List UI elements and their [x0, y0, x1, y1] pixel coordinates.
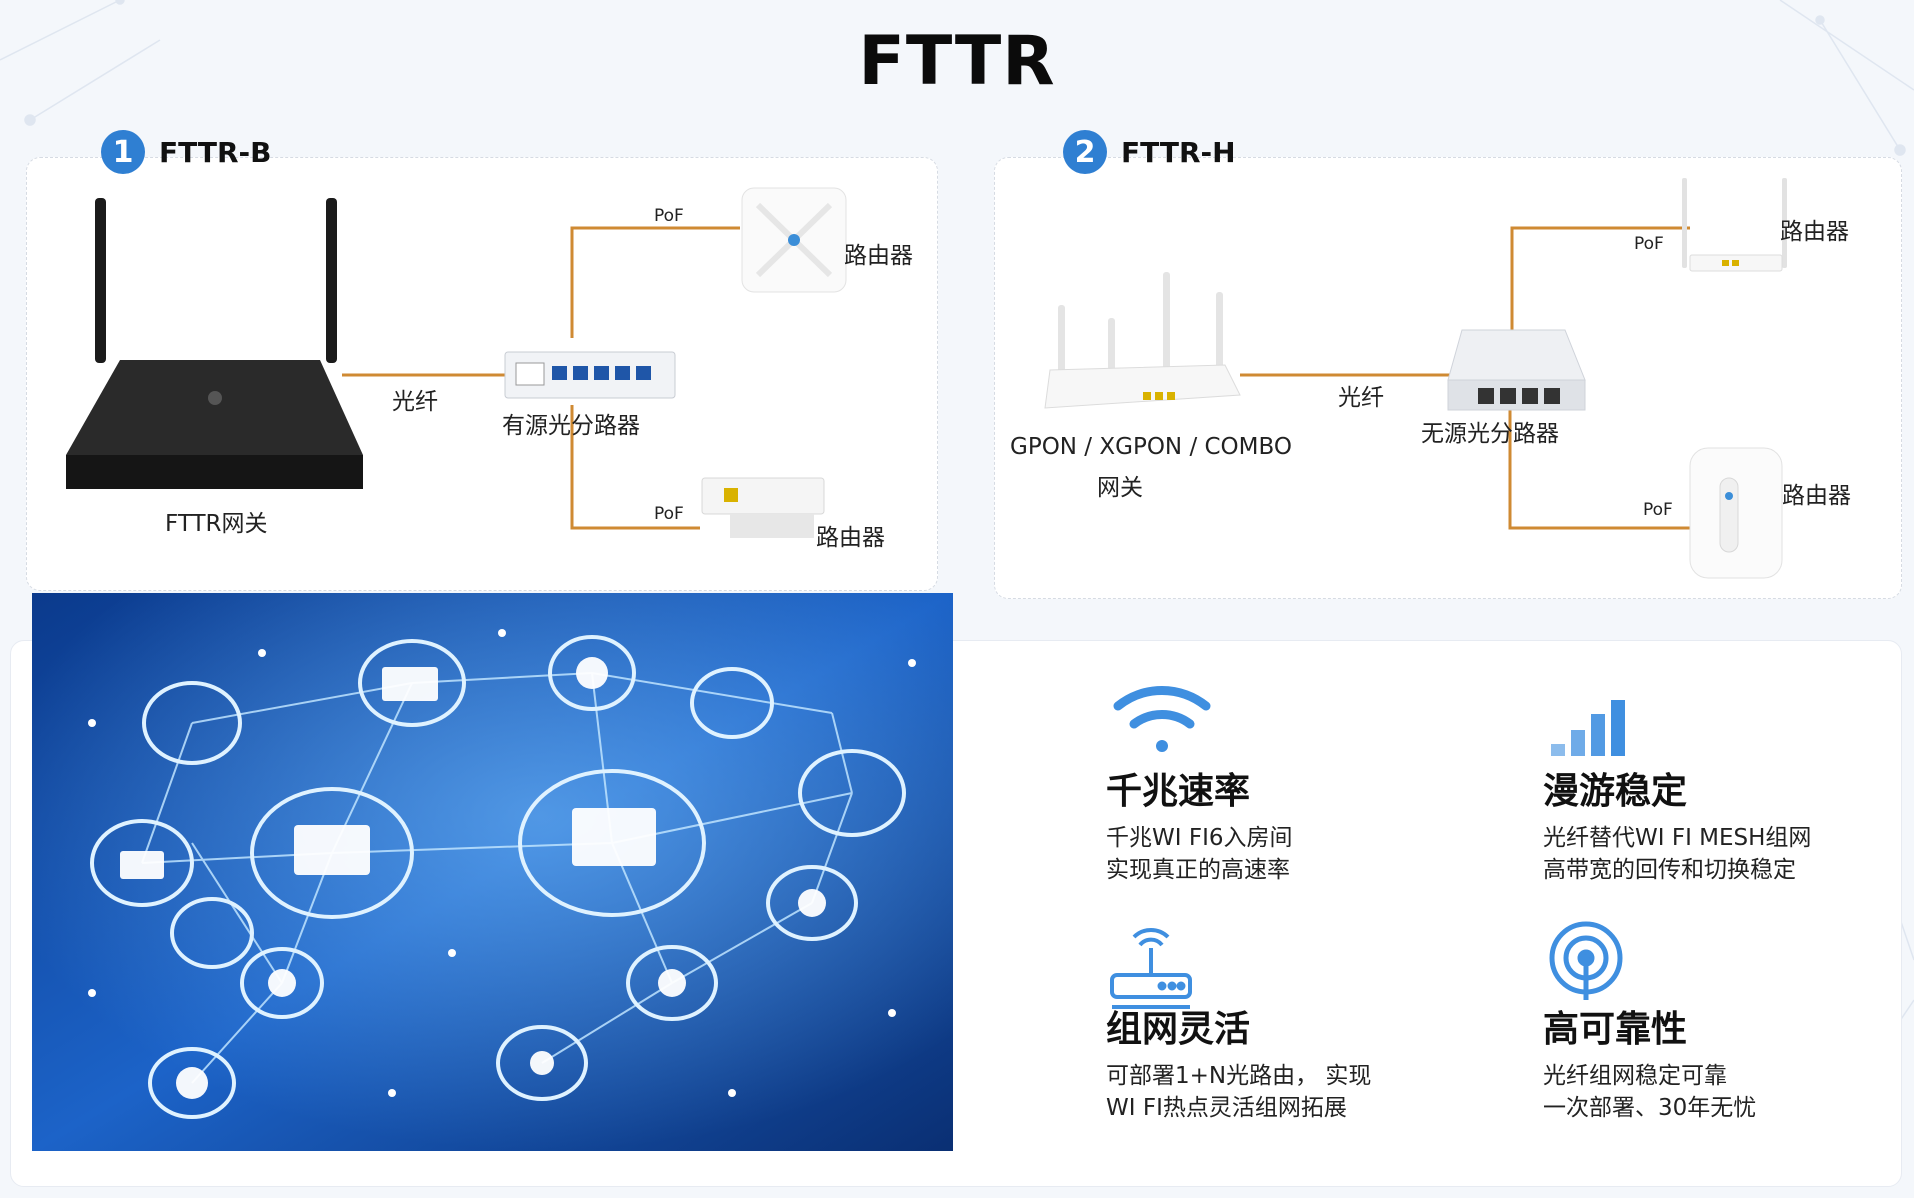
pof-label-bottom: PoF — [1643, 500, 1673, 520]
feature-desc-line2: WI FI热点灵活组网拓展 — [1106, 1095, 1347, 1121]
feature-desc-line1: 光纤组网稳定可靠 — [1543, 1063, 1727, 1089]
section-title: FTTR-H — [1121, 135, 1236, 169]
active-splitter-label: 有源光分路器 — [502, 413, 640, 439]
fttr-h-panel — [994, 157, 1902, 599]
feature-desc-line2: 一次部署、30年无忧 — [1543, 1095, 1757, 1121]
section-title: FTTR-B — [159, 135, 272, 169]
feature-title: 千兆速率 — [1106, 771, 1251, 812]
feature-desc-line2: 实现真正的高速率 — [1106, 857, 1290, 883]
pof-label-bottom: PoF — [654, 504, 684, 524]
router-label-top: 路由器 — [844, 243, 913, 269]
network-illustration-image — [32, 593, 953, 1151]
router-label-bottom: 路由器 — [816, 525, 885, 551]
page-title: FTTR — [858, 22, 1056, 101]
fiber-label: 光纤 — [1338, 385, 1384, 411]
passive-splitter-label: 无源光分路器 — [1421, 421, 1559, 447]
section-number-badge: 1 — [101, 130, 145, 174]
pof-label-top: PoF — [1634, 234, 1664, 254]
feature-flexible-networking: 组网灵活 可部署1+N光路由， 实现 WI FI热点灵活组网拓展 — [1106, 1000, 1371, 1124]
feature-gigabit-speed: 千兆速率 千兆WI FI6入房间 实现真正的高速率 — [1106, 762, 1292, 886]
feature-desc-line2: 高带宽的回传和切换稳定 — [1543, 857, 1796, 883]
feature-title: 高可靠性 — [1543, 1009, 1688, 1050]
router-label-bottom: 路由器 — [1782, 483, 1851, 509]
router-label-top: 路由器 — [1780, 219, 1849, 245]
feature-high-reliability: 高可靠性 光纤组网稳定可靠 一次部署、30年无忧 — [1543, 1000, 1756, 1124]
gpon-gateway-label: GPON / XGPON / COMBO — [1010, 434, 1292, 460]
feature-title: 组网灵活 — [1106, 1009, 1251, 1050]
fttr-gateway-label: FTTR网关 — [165, 511, 268, 537]
feature-title: 漫游稳定 — [1543, 771, 1688, 812]
pof-label-top: PoF — [654, 206, 684, 226]
fiber-label: 光纤 — [392, 389, 438, 415]
section-heading-fttr-b: 1 FTTR-B — [101, 130, 272, 174]
feature-desc-line1: 千兆WI FI6入房间 — [1106, 825, 1293, 851]
feature-desc-line1: 可部署1+N光路由， 实现 — [1106, 1063, 1372, 1089]
fttr-b-panel — [26, 157, 938, 591]
feature-desc-line1: 光纤替代WI FI MESH组网 — [1543, 825, 1812, 851]
section-number-badge: 2 — [1063, 130, 1107, 174]
feature-stable-roaming: 漫游稳定 光纤替代WI FI MESH组网 高带宽的回传和切换稳定 — [1543, 762, 1811, 886]
section-heading-fttr-h: 2 FTTR-H — [1063, 130, 1236, 174]
gpon-gateway-sub-label: 网关 — [1097, 475, 1143, 501]
